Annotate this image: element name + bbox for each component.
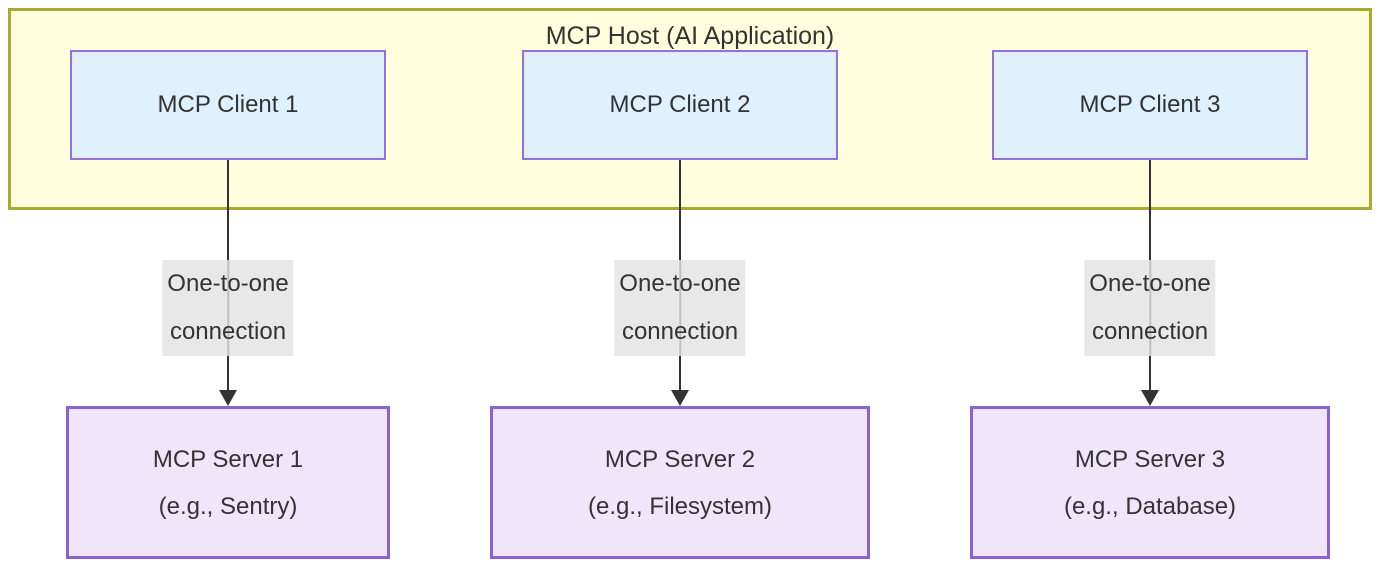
client-2-label: MCP Client 2 — [609, 91, 751, 118]
client-node-2: MCP Client 2 — [522, 50, 838, 160]
edge-label-2-line2: connection — [621, 318, 739, 345]
edge-label-2: One-to-one connection — [614, 260, 746, 356]
server-3-example: (e.g., Database) — [1063, 492, 1237, 520]
client-node-3: MCP Client 3 — [992, 50, 1308, 160]
server-node-2: MCP Server 2 (e.g., Filesystem) — [490, 406, 870, 559]
edge-label-1-line1: One-to-one — [167, 270, 289, 297]
host-title: MCP Host (AI Application) — [545, 22, 835, 50]
server-node-1: MCP Server 1 (e.g., Sentry) — [66, 406, 390, 559]
client-node-1: MCP Client 1 — [70, 50, 386, 160]
server-node-3: MCP Server 3 (e.g., Database) — [970, 406, 1330, 559]
edge-label-1: One-to-one connection — [162, 260, 294, 356]
arrowhead-icon-2 — [671, 390, 689, 406]
server-1-example: (e.g., Sentry) — [158, 492, 298, 520]
client-3-label: MCP Client 3 — [1079, 91, 1221, 118]
edge-label-2-line1: One-to-one — [619, 270, 741, 297]
client-1-label: MCP Client 1 — [157, 91, 299, 118]
server-3-name: MCP Server 3 — [1074, 445, 1226, 473]
server-2-name: MCP Server 2 — [604, 445, 756, 473]
edge-label-3: One-to-one connection — [1084, 260, 1216, 356]
arrowhead-icon-3 — [1141, 390, 1159, 406]
edge-label-3-line1: One-to-one — [1089, 270, 1211, 297]
server-2-example: (e.g., Filesystem) — [587, 492, 773, 520]
edge-label-1-line2: connection — [169, 318, 287, 345]
server-1-name: MCP Server 1 — [152, 445, 304, 473]
arrowhead-icon-1 — [219, 390, 237, 406]
edge-label-3-line2: connection — [1091, 318, 1209, 345]
